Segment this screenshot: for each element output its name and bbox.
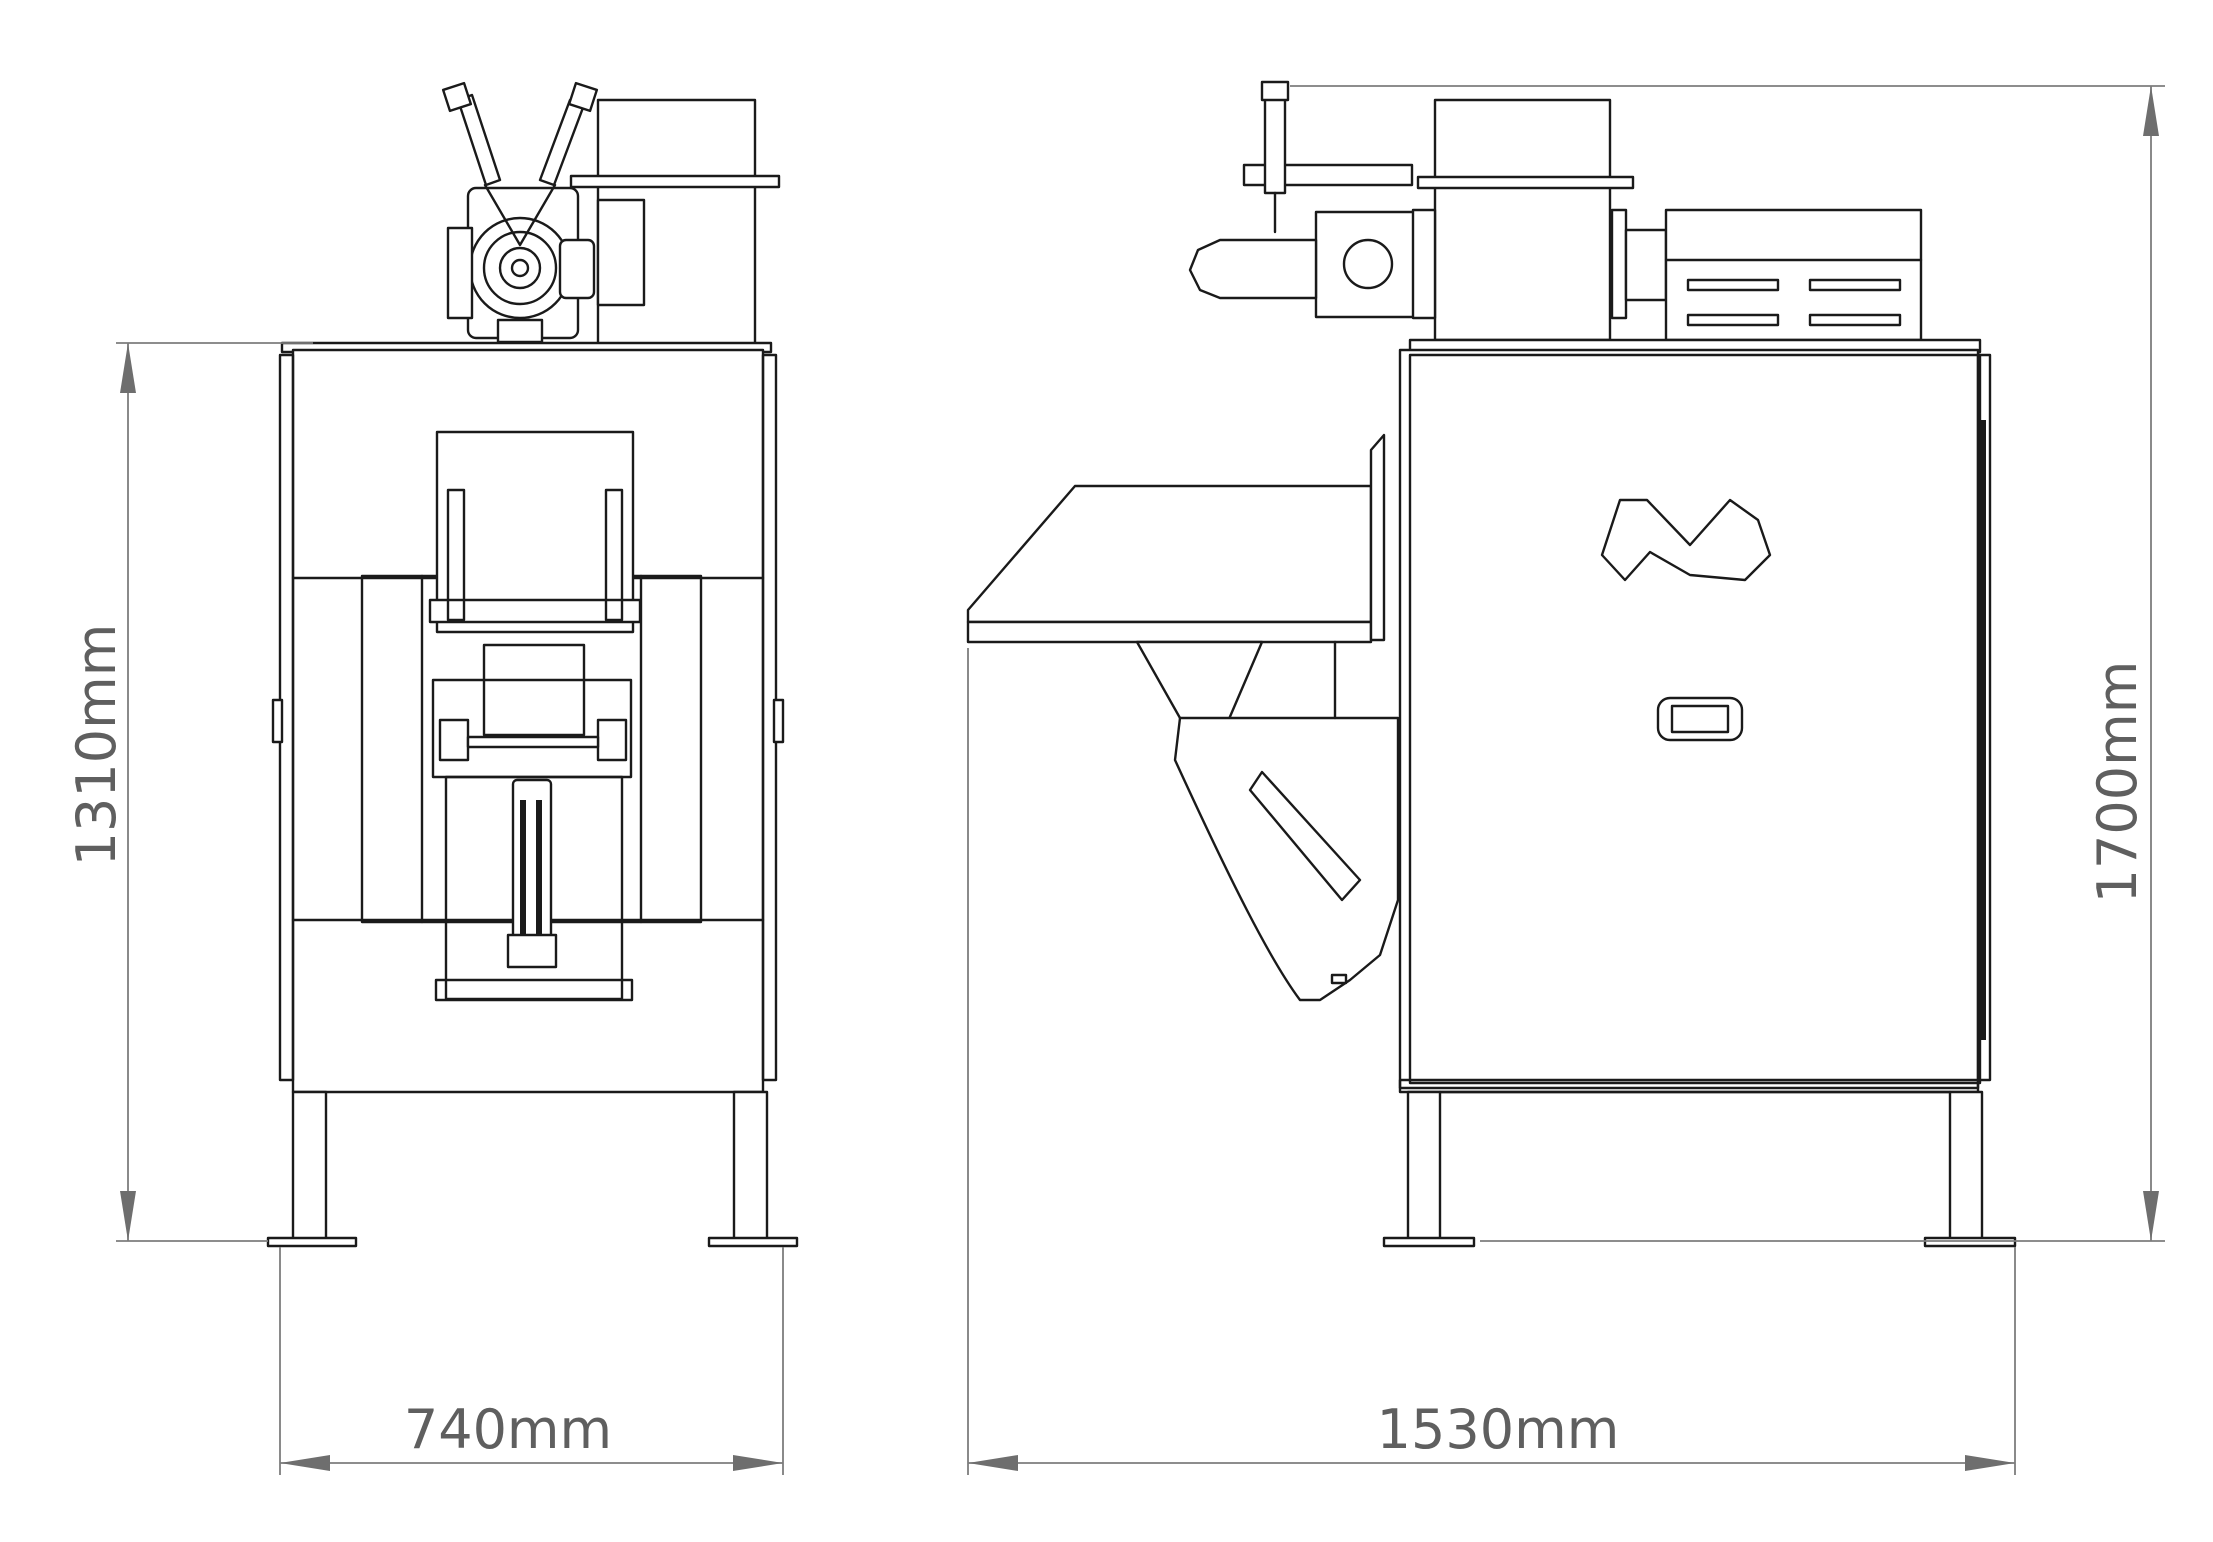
side-cabinet bbox=[1398, 338, 1992, 1094]
side-legs bbox=[1382, 1090, 2017, 1248]
dimension-label-740: 740mm bbox=[404, 1398, 612, 1461]
dimension-label-1530: 1530mm bbox=[1377, 1398, 1620, 1461]
dimension-lines bbox=[116, 85, 2165, 1475]
dimension-label-1700: 1700mm bbox=[2086, 661, 2149, 904]
front-legs bbox=[266, 1090, 799, 1248]
dimension-labels: 1310mm 740mm 1530mm 1700mm bbox=[65, 624, 2149, 1461]
dimension-label-1310: 1310mm bbox=[65, 624, 128, 867]
front-top-mechanism bbox=[441, 81, 781, 347]
side-top-assembly bbox=[1188, 80, 1923, 342]
side-view bbox=[966, 80, 2017, 1248]
front-hopper-assembly bbox=[428, 430, 642, 1002]
side-feed-table bbox=[966, 433, 1400, 1002]
front-view bbox=[266, 81, 799, 1248]
